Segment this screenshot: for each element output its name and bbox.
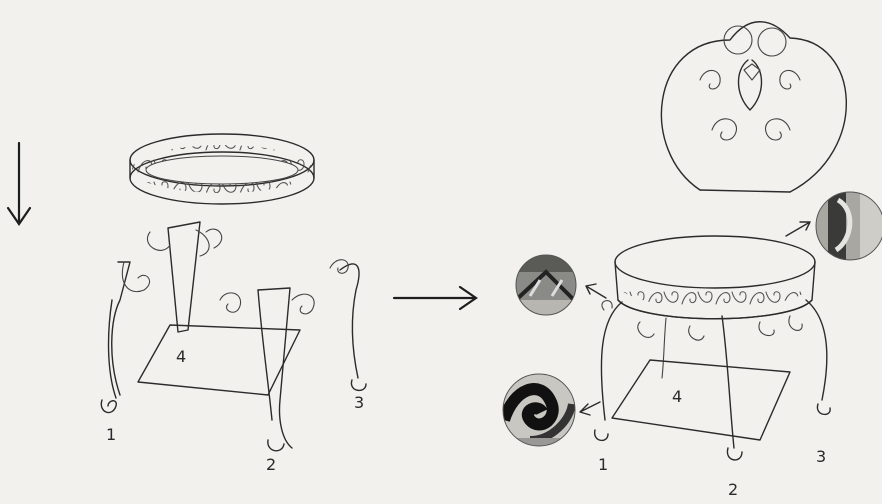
label-leg-3: 3 — [354, 393, 364, 412]
right-arrow-icon — [394, 287, 476, 309]
exploded-view: 1 2 3 4 — [101, 134, 366, 474]
chair-base-frame — [612, 360, 790, 440]
leg-1 — [101, 262, 149, 413]
label-leg-3-assembled: 3 — [816, 447, 826, 466]
arrow-to-foot-scroll — [580, 402, 600, 415]
label-leg-1-assembled: 1 — [598, 455, 608, 474]
label-leg-4: 4 — [176, 347, 186, 366]
leg-4 — [147, 222, 221, 332]
chair-legs — [595, 300, 831, 460]
label-leg-1: 1 — [106, 425, 116, 444]
label-leg-2-assembled: 2 — [728, 480, 738, 499]
base-frame — [138, 325, 300, 395]
assembled-chair: 1 2 3 4 — [595, 22, 847, 499]
arrow-to-backrest-joint — [786, 222, 810, 236]
detail-photo-backrest-joint — [812, 188, 882, 264]
arrow-to-seat-joint — [586, 284, 606, 298]
detail-photo-seat-joint — [510, 250, 582, 324]
label-leg-2: 2 — [266, 455, 276, 474]
down-arrow-icon — [8, 143, 30, 224]
label-leg-4-assembled: 4 — [672, 387, 682, 406]
leg-3 — [330, 260, 366, 391]
seat-ring — [130, 134, 314, 204]
leg-2 — [220, 288, 314, 451]
detail-photo-foot-scroll — [500, 372, 580, 458]
seat — [615, 236, 815, 319]
backrest — [661, 22, 846, 192]
